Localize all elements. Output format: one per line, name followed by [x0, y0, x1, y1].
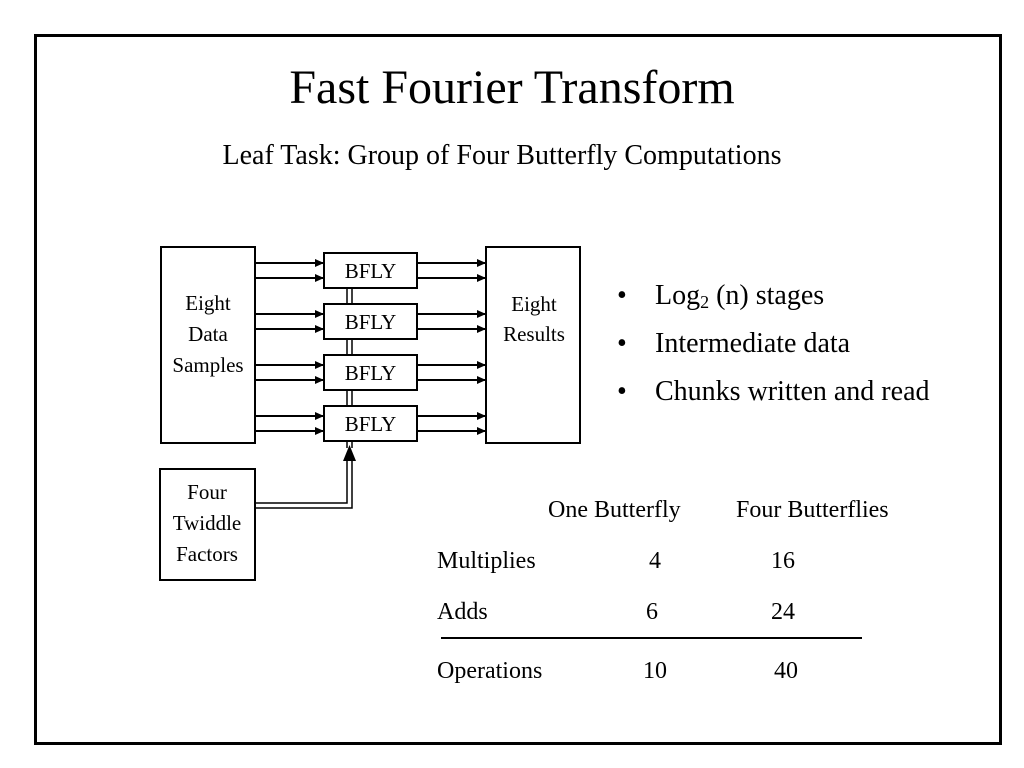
butterfly-label: BFLY: [345, 361, 397, 385]
table-header-four-butterflies: Four Butterflies: [736, 497, 889, 523]
butterfly-box: [323, 405, 418, 442]
bullet-subscript: 2: [700, 292, 710, 312]
slide-frame: [34, 34, 1002, 745]
butterfly-box: [323, 354, 418, 391]
bullet-dot: •: [617, 376, 627, 407]
table-sum-rule: [441, 637, 862, 639]
twiddle-box-line: Four: [187, 480, 227, 504]
bullet-item: • Intermediate data: [612, 320, 930, 368]
input-box-line: Samples: [172, 353, 243, 377]
bullet-item: • Log2 (n) stages: [612, 272, 930, 320]
bullet-dot: •: [617, 328, 627, 359]
input-box-line: Eight: [185, 291, 231, 315]
butterfly-label: BFLY: [345, 412, 397, 436]
butterfly-label: BFLY: [345, 259, 397, 283]
twiddle-box-line: Twiddle: [173, 511, 242, 535]
table-cell: 24: [771, 599, 795, 625]
twiddle-feed-line: [255, 460, 353, 509]
slide-subtitle: Leaf Task: Group of Four Butterfly Compu…: [222, 140, 782, 171]
input-samples-box: [160, 246, 256, 444]
bullet-text: (n) stages: [709, 280, 825, 311]
table-cell: 6: [646, 599, 658, 625]
butterfly-box: [323, 252, 418, 289]
table-cell: 4: [649, 548, 661, 574]
bullet-dot: •: [617, 280, 627, 311]
butterfly-label: BFLY: [345, 310, 397, 334]
output-results-box: [485, 246, 581, 444]
input-box-line: Data: [188, 322, 228, 346]
slide-title: Fast Fourier Transform: [289, 61, 735, 114]
butterfly-box: [323, 303, 418, 340]
twiddle-factors-box: [159, 468, 256, 581]
table-row-label: Multiplies: [437, 548, 536, 574]
output-box-line: Results: [503, 322, 565, 346]
output-box-line: Eight: [511, 292, 557, 316]
table-row-label: Adds: [437, 599, 488, 625]
bullet-text: Chunks written and read: [655, 376, 930, 407]
table-header-one-butterfly: One Butterfly: [548, 497, 681, 523]
bullet-list: • Log2 (n) stages • Intermediate data • Chu…: [612, 272, 930, 416]
table-total-cell: 40: [774, 658, 798, 684]
table-cell: 16: [771, 548, 795, 574]
bullet-text: Log: [655, 280, 701, 311]
bullet-item: • Chunks written and read: [612, 368, 930, 416]
twiddle-arrowhead: [343, 445, 356, 461]
bullet-text: Intermediate data: [655, 328, 851, 359]
twiddle-box-line: Factors: [176, 542, 238, 566]
table-total-label: Operations: [437, 658, 543, 684]
table-total-cell: 10: [643, 658, 667, 684]
twiddle-feed-line: [255, 460, 348, 504]
